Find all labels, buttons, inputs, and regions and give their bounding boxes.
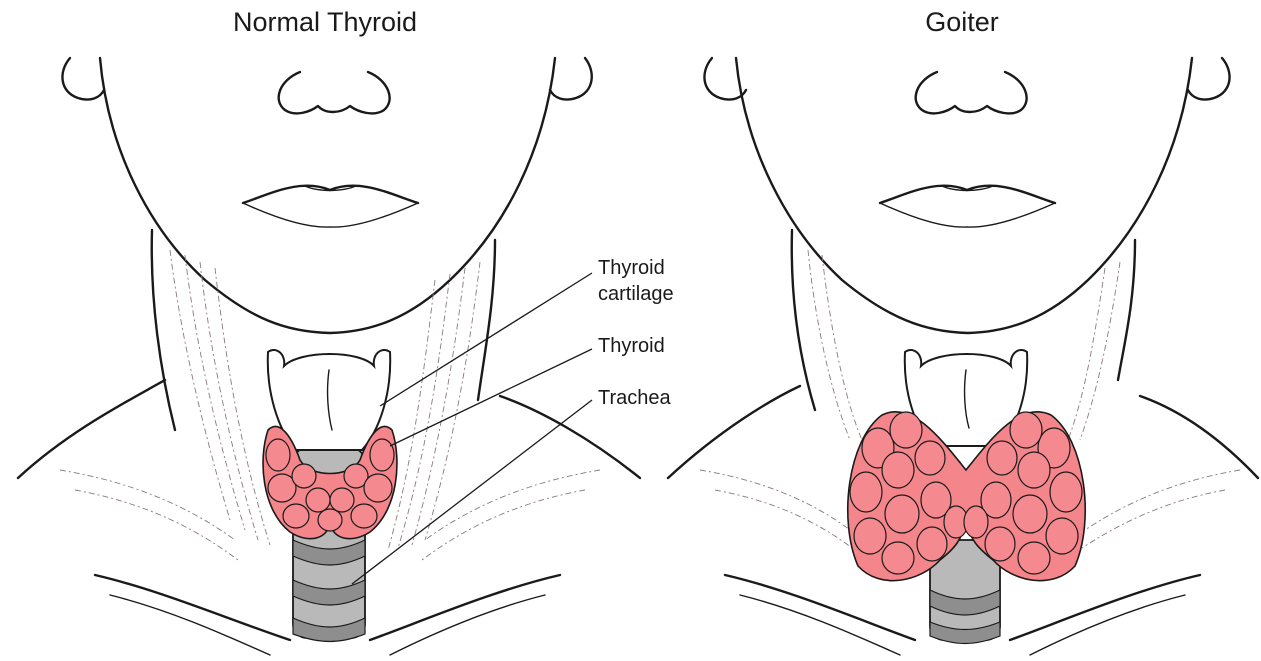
label-thyroid: Thyroid: [598, 335, 665, 357]
goiter-title: Goiter: [925, 7, 999, 37]
label-thyroid-cartilage-line1: Thyroid: [598, 257, 665, 279]
normal-labels: Thyroid cartilage Thyroid Trachea: [598, 257, 674, 409]
normal-thyroid-title: Normal Thyroid: [233, 7, 417, 37]
label-trachea: Trachea: [598, 387, 672, 409]
normal-thyroid-panel: Normal Thyroid: [18, 7, 674, 655]
goiter-panel: Goiter: [668, 7, 1258, 655]
label-thyroid-cartilage-line2: cartilage: [598, 283, 674, 305]
leader-thyroid: [390, 349, 592, 446]
leader-thyroid-cartilage: [380, 273, 592, 406]
